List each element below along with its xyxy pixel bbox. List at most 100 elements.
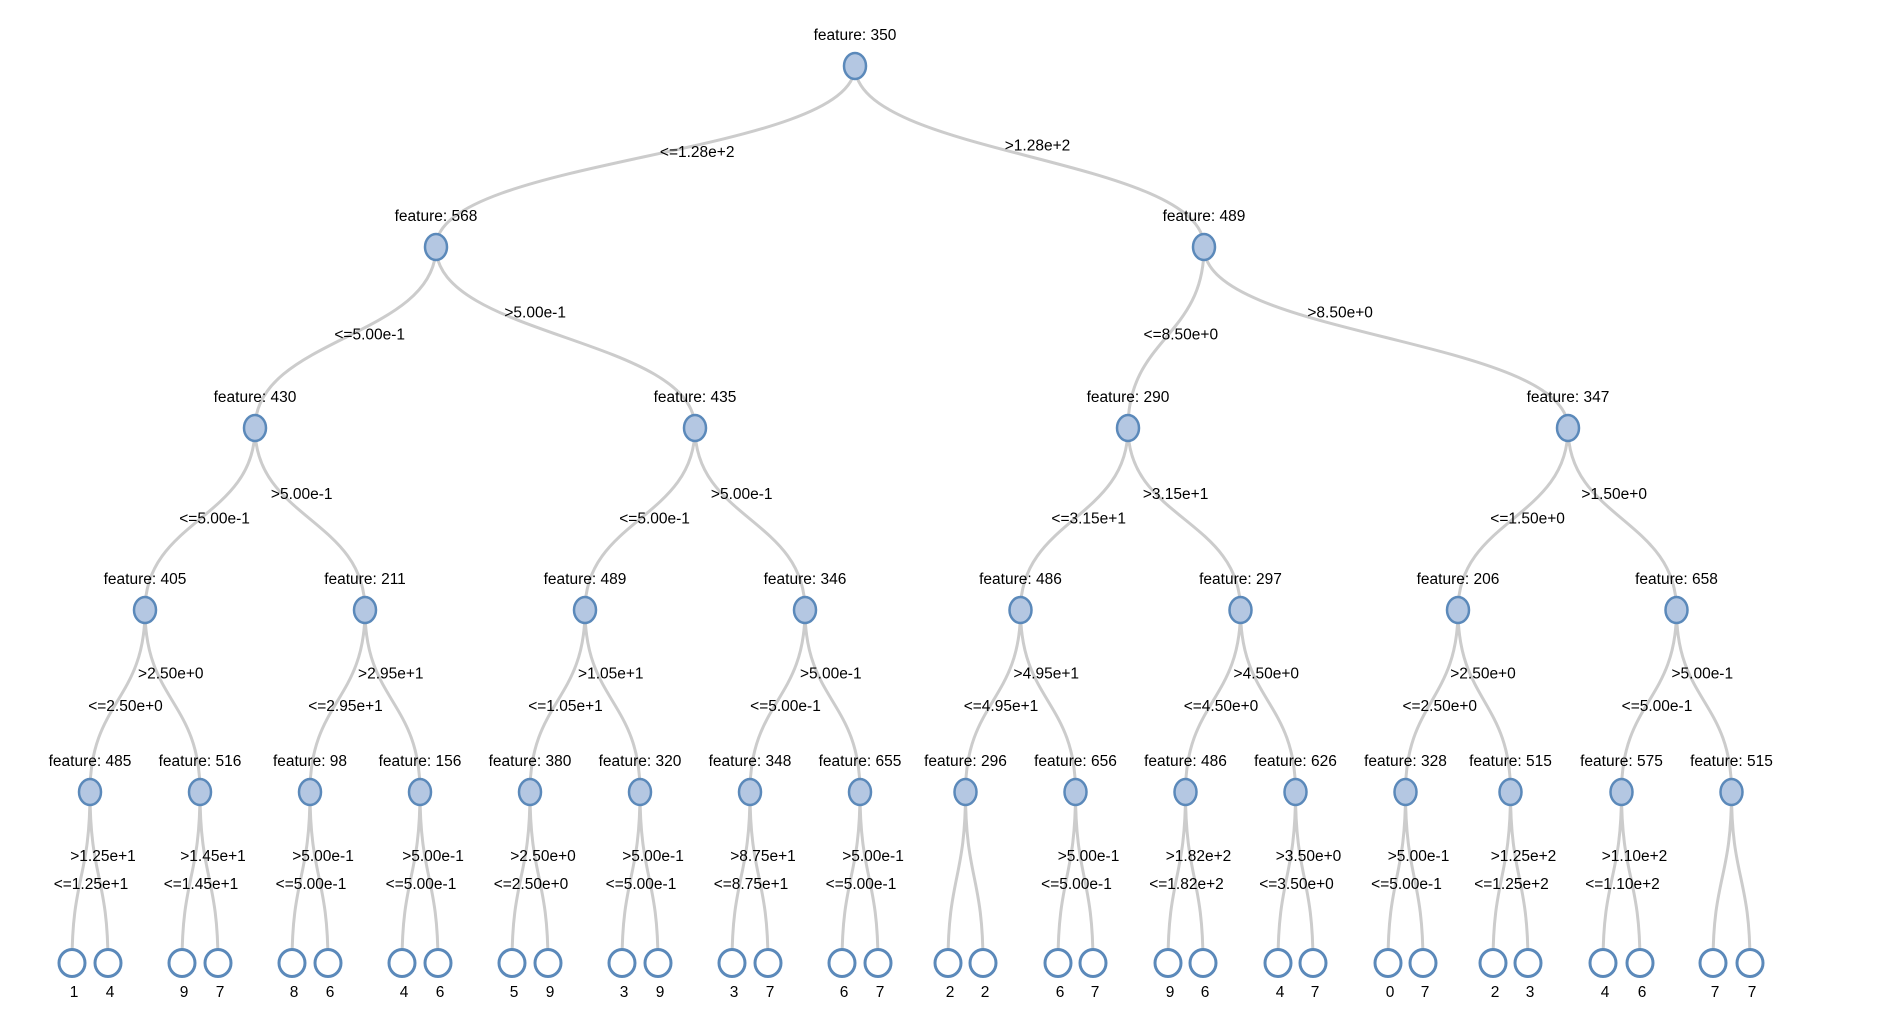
tree-node	[682, 413, 708, 443]
tree-node	[1191, 232, 1217, 262]
edge-split-label-le: <=3.15e+1	[1051, 511, 1126, 528]
node-feature-label: feature: 486	[979, 571, 1062, 588]
edge-split-label-le: <=8.50e+0	[1144, 326, 1219, 343]
edge-right	[583, 609, 642, 793]
edge-split-label-le: <=1.45e+1	[164, 876, 239, 893]
edge-split-label-gt: >1.82e+2	[1166, 848, 1232, 865]
leaf-node	[1298, 948, 1328, 978]
leaf-value-label: 9	[180, 984, 189, 1001]
leaf-value-label: 3	[1526, 984, 1535, 1001]
edge-split-label-le: <=5.00e-1	[1622, 698, 1693, 715]
edge-right	[858, 791, 880, 964]
edge-left	[1620, 609, 1678, 793]
leaf-node	[1513, 948, 1543, 978]
node-feature-label: feature: 515	[1690, 753, 1773, 770]
leaf-node	[203, 948, 233, 978]
edge-split-label-gt: >2.50e+0	[1450, 665, 1516, 682]
edge-split-label-gt: >5.00e-1	[842, 848, 904, 865]
edge-right	[1294, 791, 1315, 964]
node-feature-label: feature: 346	[764, 571, 847, 588]
tree-node	[1609, 777, 1634, 807]
tree-node	[407, 777, 433, 807]
edge-split-label-gt: >1.25e+1	[70, 848, 136, 865]
leaf-node	[607, 948, 637, 978]
tree-node	[1173, 777, 1198, 807]
leaf-value-label: 9	[656, 984, 665, 1001]
leaf-node	[1698, 948, 1728, 978]
leaf-node	[93, 948, 123, 978]
leaf-node	[1078, 948, 1108, 978]
tree-node	[572, 595, 598, 625]
edge-split-label-gt: >4.95e+1	[1014, 665, 1080, 682]
tree-node	[1664, 595, 1689, 625]
edge-right	[1730, 791, 1752, 964]
edge-split-label-gt: >5.00e-1	[711, 486, 773, 503]
tree-node	[132, 595, 158, 625]
edge-split-label-gt: >8.75e+1	[730, 848, 796, 865]
edge-split-label-gt: >5.00e-1	[504, 305, 566, 322]
edge-split-label-le: <=5.00e-1	[1041, 876, 1112, 893]
edge-right	[1456, 609, 1512, 793]
leaf-node	[167, 948, 197, 978]
edge-split-label-le: <=4.50e+0	[1184, 698, 1259, 715]
edge-left	[946, 791, 967, 964]
edge-split-label-le: <=5.00e-1	[386, 876, 457, 893]
tree-node	[1063, 777, 1088, 807]
edge-split-label-le: <=2.50e+0	[494, 876, 569, 893]
edge-left	[1019, 427, 1130, 611]
edge-right	[1675, 609, 1733, 793]
leaf-value-label: 4	[1601, 984, 1610, 1001]
leaf-node	[57, 948, 87, 978]
edge-right	[434, 246, 697, 429]
node-feature-label: feature: 405	[104, 571, 187, 588]
node-feature-label: feature: 350	[814, 27, 897, 44]
leaf-value-label: 6	[436, 984, 445, 1001]
edge-split-label-gt: >1.50e+0	[1581, 486, 1647, 503]
leaf-node	[313, 948, 343, 978]
edge-split-label-le: <=3.50e+0	[1259, 876, 1334, 893]
leaf-node	[1625, 948, 1655, 978]
leaf-node	[1588, 948, 1618, 978]
node-feature-label: feature: 328	[1364, 753, 1447, 770]
leaf-node	[423, 948, 453, 978]
leaf-node	[277, 948, 307, 978]
tree-node	[842, 51, 868, 81]
edge-split-label-le: <=2.50e+0	[1402, 698, 1477, 715]
edge-left	[583, 427, 697, 611]
edge-right	[1566, 427, 1678, 611]
edge-split-label-le: <=2.50e+0	[88, 698, 163, 715]
edges-layer	[70, 65, 1752, 964]
leaf-node	[1188, 948, 1218, 978]
node-feature-label: feature: 348	[709, 753, 792, 770]
edge-right	[1239, 609, 1297, 793]
leaf-node	[968, 948, 998, 978]
node-feature-label: feature: 658	[1635, 571, 1718, 588]
edge-split-label-le: <=1.28e+2	[660, 144, 735, 161]
leaf-node	[1263, 948, 1293, 978]
leaf-node	[863, 948, 893, 978]
edge-left	[1184, 609, 1242, 793]
node-feature-label: feature: 435	[654, 389, 737, 406]
edge-split-label-le: <=1.05e+1	[528, 698, 603, 715]
edge-left	[528, 609, 587, 793]
edge-left	[748, 609, 807, 793]
leaf-value-label: 3	[730, 984, 739, 1001]
edge-split-label-gt: >5.00e-1	[1058, 848, 1120, 865]
edge-right	[88, 791, 110, 964]
edge-right	[1620, 791, 1642, 964]
leaf-value-label: 2	[1491, 984, 1500, 1001]
tree-node	[77, 777, 103, 807]
edge-split-label-gt: >5.00e-1	[622, 848, 684, 865]
node-feature-label: feature: 290	[1087, 389, 1170, 406]
edge-left	[1404, 609, 1460, 793]
edge-split-label-gt: >1.10e+2	[1602, 848, 1668, 865]
leaf-value-label: 6	[840, 984, 849, 1001]
leaf-value-label: 4	[400, 984, 409, 1001]
edge-right	[748, 791, 770, 964]
edge-left	[143, 427, 257, 611]
edge-split-label-le: <=5.00e-1	[750, 698, 821, 715]
node-feature-label: feature: 489	[544, 571, 627, 588]
tree-node	[1228, 595, 1253, 625]
